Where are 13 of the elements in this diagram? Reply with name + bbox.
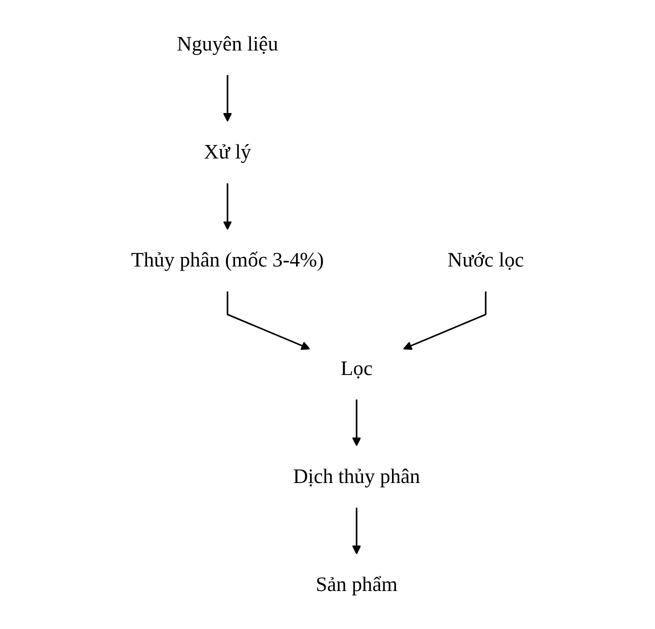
node-text: Dịch thủy phân — [293, 465, 420, 488]
node-text: Nguyên liệu — [176, 32, 278, 56]
node-text: Sản phẩm — [316, 574, 398, 596]
arrow — [222, 183, 232, 230]
node-text: Lọc — [340, 357, 373, 380]
arrow — [222, 75, 232, 122]
node-text: Xử lý — [204, 140, 252, 164]
node-text: Thủy phân (mốc 3-4%) — [131, 249, 324, 272]
node-text: Nước lọc — [447, 249, 524, 272]
arrow — [226, 291, 310, 350]
arrow — [403, 291, 486, 350]
arrow — [352, 508, 362, 554]
arrow — [352, 399, 362, 446]
